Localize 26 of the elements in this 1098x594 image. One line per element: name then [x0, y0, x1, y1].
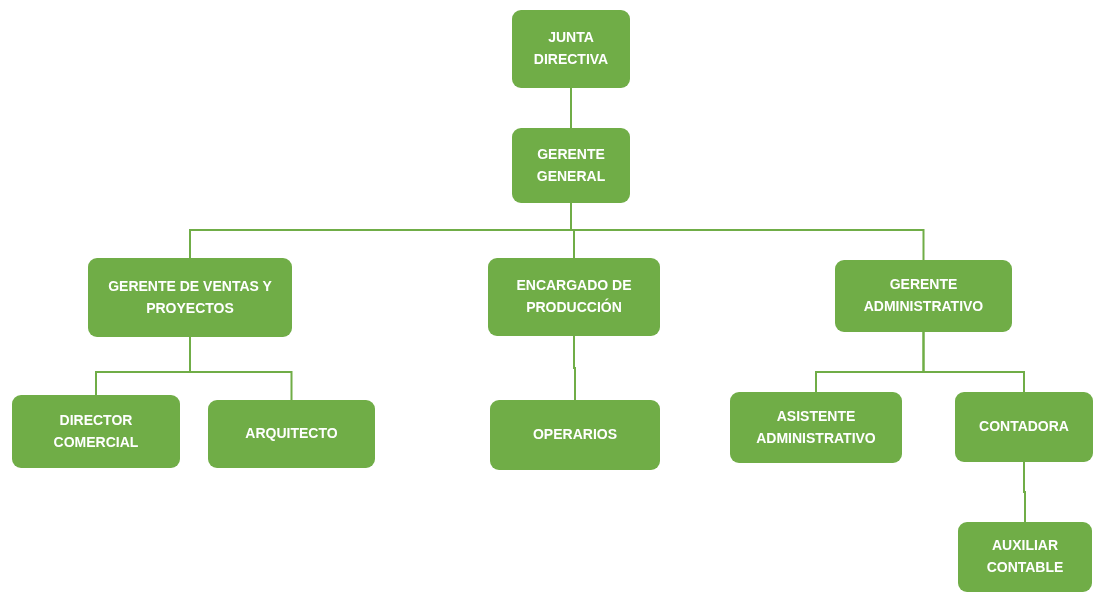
connector-line — [922, 331, 1025, 393]
connector-line — [573, 335, 576, 401]
position-title: ASISTENTE ADMINISTRATIVO — [755, 406, 877, 448]
connector-line — [1023, 461, 1026, 523]
org-chart-box — [512, 128, 630, 203]
position-title: GERENTE GENERAL — [535, 144, 607, 186]
position-title: GERENTE ADMINISTRATIVO — [862, 275, 985, 316]
org-chart-box — [488, 258, 660, 336]
position-title: ARQUITECTO — [245, 424, 338, 444]
org-chart-box — [208, 400, 375, 468]
org-chart-box — [490, 400, 660, 470]
org-chart-box — [835, 260, 1012, 332]
org-chart-box — [88, 258, 292, 337]
org-chart-box — [12, 395, 180, 468]
org-chart-box — [955, 392, 1093, 462]
position-title: AUXILIAR CONTABLE — [985, 536, 1065, 577]
position-title: ENCARGADO DE PRODUCCIÓN — [515, 276, 633, 317]
position-title: OPERARIOS — [533, 425, 617, 445]
org-chart-box — [730, 392, 902, 463]
org-chart-box — [958, 522, 1092, 592]
position-title: CONTADORA — [979, 417, 1069, 437]
position-title: GERENTE DE VENTAS Y PROYECTOS — [107, 276, 273, 318]
org-chart-box — [512, 10, 630, 88]
connector-line — [570, 87, 572, 129]
position-title: JUNTA DIRECTIVA — [532, 28, 610, 69]
position-title: DIRECTOR COMERCIAL — [52, 410, 140, 452]
